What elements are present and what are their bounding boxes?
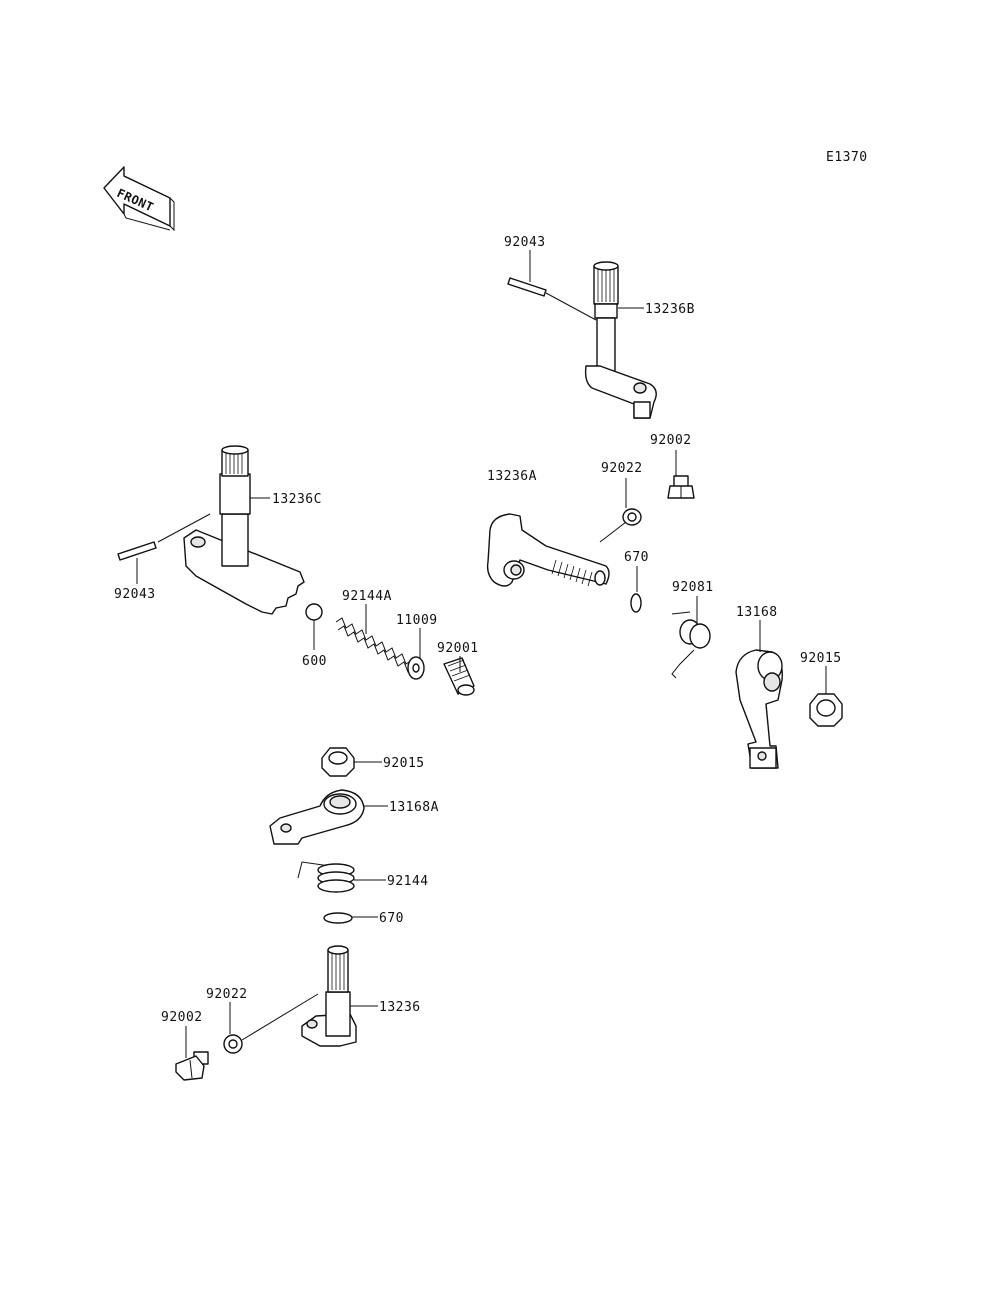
- washer-11009: [407, 656, 425, 680]
- callout-670-right: 670: [624, 550, 649, 565]
- callout-92081: 92081: [672, 580, 714, 595]
- callout-92002-right: 92002: [650, 433, 692, 448]
- callout-13236c: 13236C: [272, 492, 322, 507]
- callout-13236a: 13236A: [487, 469, 537, 484]
- callout-92015-right: 92015: [800, 651, 842, 666]
- callout-670-left: 670: [379, 911, 404, 926]
- callout-92022-right: 92022: [601, 461, 643, 476]
- pin-92043-top: [507, 277, 597, 321]
- callout-92001: 92001: [437, 641, 479, 656]
- bolt-92002-left: [175, 1051, 209, 1081]
- washer-92022-right: [622, 508, 642, 526]
- front-arrow-icon: FRONT: [103, 166, 175, 232]
- plug-92001: [443, 657, 475, 696]
- callout-13236b: 13236B: [645, 302, 695, 317]
- nut-92015-left: [321, 747, 355, 777]
- lever-13168a: [269, 789, 365, 845]
- callout-92144a: 92144A: [342, 589, 392, 604]
- callout-92043-top: 92043: [504, 235, 546, 250]
- callout-13168a: 13168A: [389, 800, 439, 815]
- callout-92022-left: 92022: [206, 987, 248, 1002]
- callout-600: 600: [302, 654, 327, 669]
- shaft-13236: [301, 945, 357, 1047]
- spring-92144a: [335, 617, 419, 677]
- diagram-code: E1370: [826, 150, 868, 165]
- callout-13168: 13168: [736, 605, 778, 620]
- bolt-92002-right: [667, 475, 695, 499]
- callout-92043-left: 92043: [114, 587, 156, 602]
- shaft-13236b: [584, 261, 657, 419]
- callout-92015-left: 92015: [383, 756, 425, 771]
- callout-11009: 11009: [396, 613, 438, 628]
- oring-670-right: [630, 593, 642, 613]
- callout-92144: 92144: [387, 874, 429, 889]
- spring-92144: [297, 861, 355, 893]
- spring-92081: [671, 611, 711, 679]
- callout-92002-left: 92002: [161, 1010, 203, 1025]
- nut-92015-right: [809, 693, 843, 727]
- oring-670-left: [323, 912, 353, 924]
- callout-13236: 13236: [379, 1000, 421, 1015]
- washer-92022-left: [223, 1034, 243, 1054]
- ball-600: [305, 603, 323, 621]
- pin-92043-left: [117, 513, 211, 561]
- lever-13168: [735, 649, 783, 769]
- shaft-13236c: [183, 445, 305, 615]
- shaft-13236a: [486, 513, 610, 587]
